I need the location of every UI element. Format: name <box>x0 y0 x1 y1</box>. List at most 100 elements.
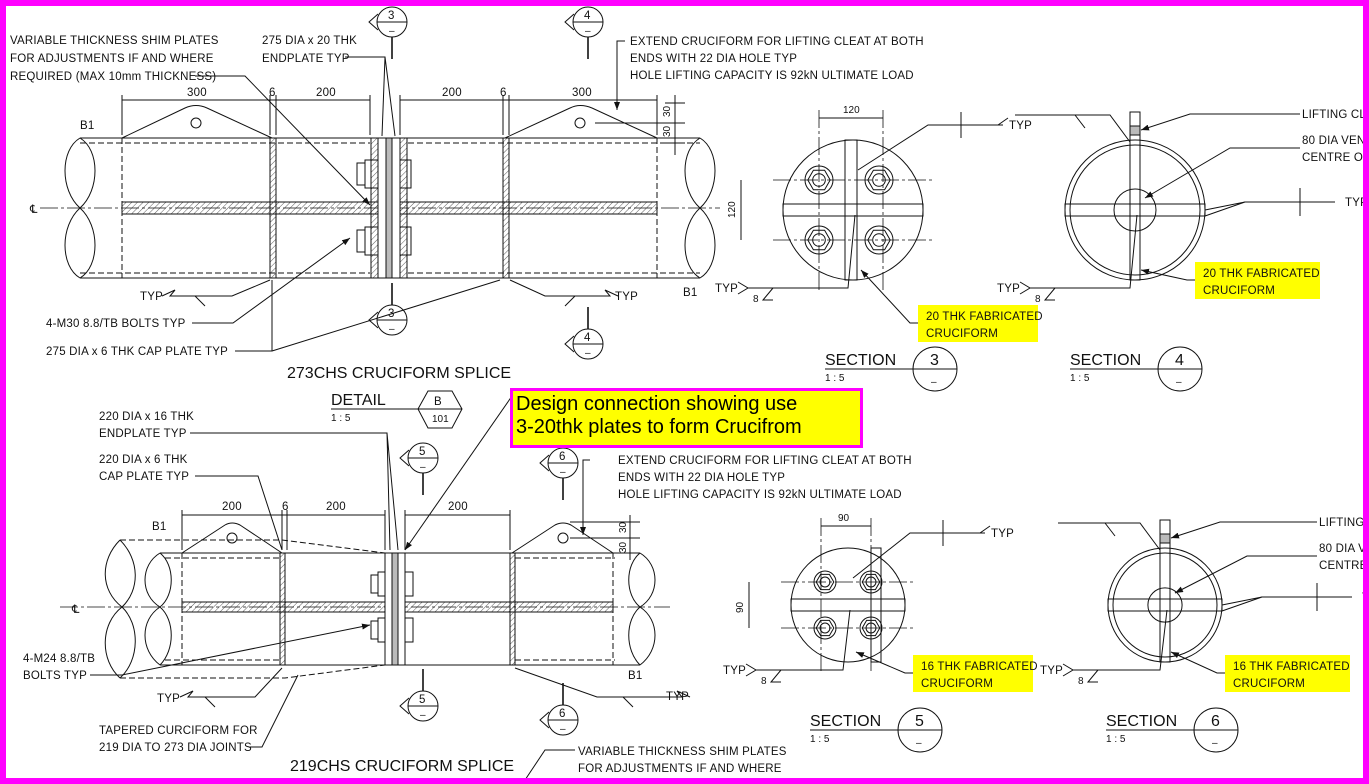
callout-line: 3-20thk plates to form Crucifrom <box>516 416 802 438</box>
section-title: SECTION <box>1106 713 1177 730</box>
cruciform-note: 20 THK FABRICATED <box>1203 268 1320 280</box>
weld-typ: TYP <box>140 291 163 303</box>
marker-sheet: – <box>389 324 395 335</box>
weld-typ: TYP <box>1345 197 1368 209</box>
section-number: 3 <box>930 352 939 369</box>
marker-sheet: – <box>560 467 566 478</box>
shim-note: VARIABLE THICKNESS SHIM PLATES <box>10 35 219 47</box>
capplate-note: CAP PLATE TYP <box>99 471 189 483</box>
cleat-note: HOLE LIFTING CAPACITY IS 92kN ULTIMATE L… <box>630 70 914 82</box>
detail-label: DETAIL 1 : 5 B 101 <box>331 390 463 429</box>
dimension: 200 <box>326 501 346 513</box>
splice-title: 219CHS CRUCIFORM SPLICE <box>290 758 514 775</box>
cleat-note: LIFTING CLEAT AND HOL <box>1302 109 1369 121</box>
dimension: 120 <box>727 201 738 218</box>
cruciform-note: 20 THK FABRICATED <box>926 311 1043 323</box>
marker-number: 3 <box>388 308 395 320</box>
cleat-note: HOLE LIFTING CAPACITY IS 92kN ULTIMATE L… <box>618 489 902 501</box>
weld-typ: TYP <box>157 693 180 705</box>
cleat-note: ENDS WITH 22 DIA HOLE TYP <box>630 53 797 65</box>
shim-note: REQUIRED (MAX 10mm THICKNESS) <box>10 71 216 83</box>
cleat-note: EXTEND CRUCIFORM FOR LIFTING CLEAT AT BO… <box>618 455 912 467</box>
endplate-note: ENDPLATE TYP <box>99 428 187 440</box>
weld-typ: TYP <box>1040 665 1063 677</box>
splice-title: 273CHS CRUCIFORM SPLICE <box>287 365 511 382</box>
vent-note: CENTRE OF ENDPLATE <box>1302 152 1369 164</box>
section-markers: 3–4–3–4–5–6–5–6– <box>368 6 604 736</box>
section-cut-marker[interactable]: 6– <box>539 447 579 500</box>
dimension: 300 <box>572 87 592 99</box>
weld-typ: TYP <box>666 691 689 703</box>
cruciform-note: 16 THK FABRICATED <box>921 661 1038 673</box>
weld-typ: TYP <box>715 283 738 295</box>
dimension: 200 <box>448 501 468 513</box>
weld-typ: TYP <box>1009 120 1032 132</box>
splice-219-labels: 220 DIA x 16 THK ENDPLATE TYP 220 DIA x … <box>23 411 912 775</box>
cruciform-note-highlight <box>918 305 1038 342</box>
cruciform-note: CRUCIFORM <box>926 328 998 340</box>
endplate-note: ENDPLATE TYP <box>262 53 350 65</box>
dimension: 30 <box>618 521 629 533</box>
marker-number: 4 <box>584 332 591 344</box>
dimension: 200 <box>442 87 462 99</box>
marker-sheet: – <box>585 26 591 37</box>
cruciform-note-highlight <box>913 655 1033 692</box>
section-number: 4 <box>1175 352 1184 369</box>
weld-typ: TYP <box>723 665 746 677</box>
bolt-group <box>356 159 412 256</box>
section-cut-marker[interactable]: 4– <box>564 6 604 59</box>
dimension: 200 <box>316 87 336 99</box>
vent-note: 80 DIA VENT HOLE IN <box>1319 543 1369 555</box>
marker-sheet: – <box>389 26 395 37</box>
marker-sheet: – <box>585 348 591 359</box>
weld-typ: TYP <box>991 528 1014 540</box>
centerline-symbol: ℄ <box>71 604 80 616</box>
marker-number: 5 <box>419 694 426 706</box>
member-label: B1 <box>80 120 94 132</box>
section-scale: 1 : 5 <box>825 373 845 384</box>
dimension: 90 <box>838 513 850 524</box>
marker-sheet: – <box>420 710 426 721</box>
marker-number: 5 <box>419 446 426 458</box>
section-title: SECTION <box>825 352 896 369</box>
dimension: 200 <box>222 501 242 513</box>
endplate-note: 275 DIA x 20 THK <box>262 35 357 47</box>
section-cut-marker[interactable]: 3– <box>368 283 408 336</box>
splice-219-elevation <box>60 395 691 781</box>
section-scale: 1 : 5 <box>1106 734 1126 745</box>
vent-hole-icon <box>1147 587 1183 623</box>
dimension: 30 <box>662 105 673 117</box>
tapered-note: 219 DIA TO 273 DIA JOINTS <box>99 742 252 754</box>
dimension: 120 <box>843 105 860 116</box>
dimension: 6 <box>269 87 276 99</box>
section-cut-marker[interactable]: 3– <box>368 6 408 59</box>
bolts-note: 4-M24 8.8/TB <box>23 653 95 665</box>
section-scale: 1 : 5 <box>810 734 830 745</box>
marker-number: 6 <box>559 708 566 720</box>
cleat-note: EXTEND CRUCIFORM FOR LIFTING CLEAT AT BO… <box>630 36 924 48</box>
callout-line: Design connection showing use <box>516 393 798 415</box>
section-cut-marker[interactable]: 6– <box>539 683 579 736</box>
weld-size: 8 <box>753 294 759 305</box>
capplate-note: 275 DIA x 6 THK CAP PLATE TYP <box>46 346 228 358</box>
marker-number: 3 <box>388 10 395 22</box>
weld-typ: TYP <box>1362 592 1369 604</box>
section-view-6: TYP LIFTING CLEAT AND HOL 80 DIA VENT HOLE… <box>1040 517 1369 753</box>
member-label: B1 <box>628 670 642 682</box>
cleat-note: LIFTING CLEAT AND HOL <box>1319 517 1369 529</box>
weld-size: 8 <box>761 676 767 687</box>
tapered-note: TAPERED CURCIFORM FOR <box>99 725 258 737</box>
capplate-note: 220 DIA x 6 THK <box>99 454 188 466</box>
section-cut-marker[interactable]: 5– <box>399 669 439 722</box>
section-cut-marker[interactable]: 5– <box>399 442 439 495</box>
bolts-note: 4-M30 8.8/TB BOLTS TYP <box>46 318 186 330</box>
section-cut-marker[interactable]: 4– <box>564 307 604 360</box>
marker-number: 4 <box>584 10 591 22</box>
splice-273-labels: VARIABLE THICKNESS SHIM PLATES FOR ADJUS… <box>10 35 924 382</box>
bolts-note: BOLTS TYP <box>23 670 87 682</box>
section-title: SECTION <box>1070 352 1141 369</box>
detail-title: DETAIL <box>331 392 386 409</box>
section-number: 5 <box>915 713 924 730</box>
